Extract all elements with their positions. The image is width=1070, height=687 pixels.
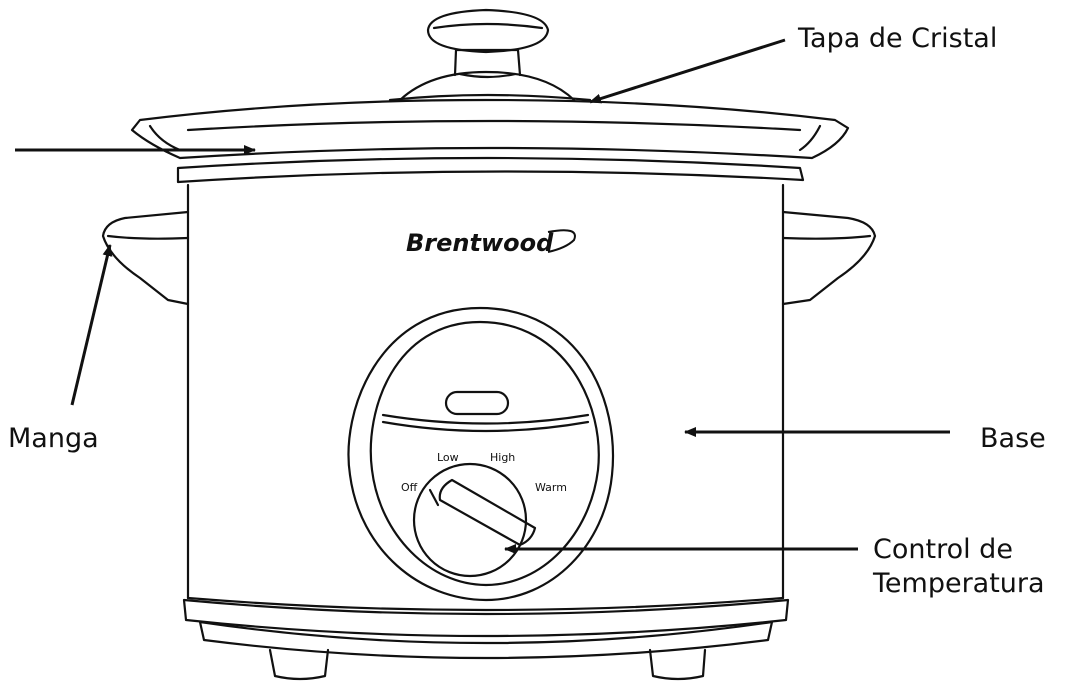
cooker-base-body	[182, 183, 790, 660]
dial-label-high: High	[490, 451, 515, 464]
indicator-light	[444, 390, 510, 416]
base-label: Base	[980, 423, 1046, 454]
glass-lid	[130, 8, 850, 160]
lid-label: Tapa de Cristal	[798, 23, 998, 54]
temperature-control-label-line1: Control de	[873, 534, 1013, 565]
temperature-control-label-line2: Temperatura	[873, 567, 1045, 599]
dial-label-warm: Warm	[535, 481, 567, 494]
temperature-control-label: Control de Temperatura	[873, 533, 1045, 601]
control-panel	[347, 306, 615, 602]
brand-swoosh	[547, 229, 576, 253]
temperature-dial	[412, 462, 528, 578]
brand-logo: Brentwood	[406, 229, 554, 257]
handle-arrow	[70, 244, 113, 406]
cooker-feet	[268, 648, 707, 681]
handle-label: Manga	[8, 423, 99, 454]
dial-label-off: Off	[401, 481, 418, 494]
base-rim	[176, 156, 805, 184]
lid-arrow	[589, 38, 786, 104]
side-handles	[101, 210, 877, 306]
dial-label-low: Low	[437, 451, 459, 464]
